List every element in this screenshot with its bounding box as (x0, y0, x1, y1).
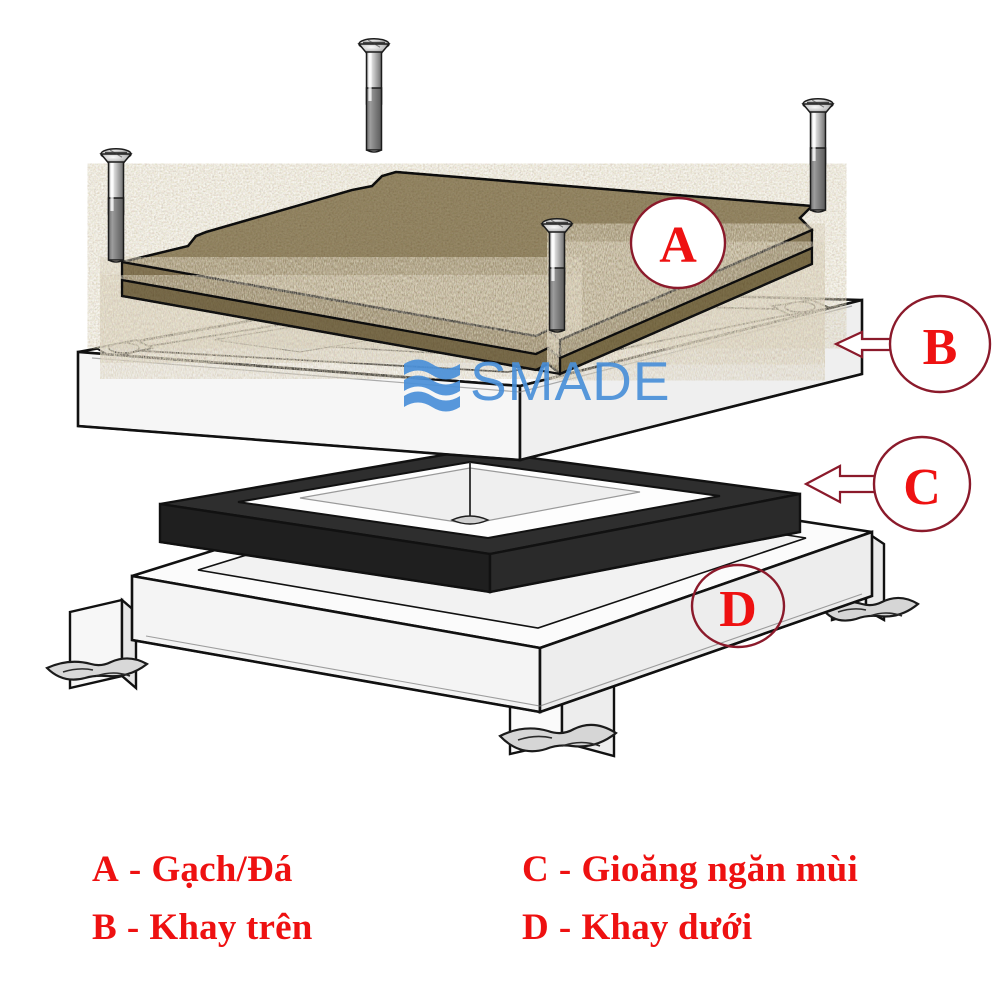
callout-A-label: A (659, 217, 697, 274)
callout-D-label: D (719, 581, 757, 638)
legend-separator: - (126, 906, 140, 948)
callout-C-label: C (903, 459, 941, 516)
legend-text-c: Gioăng ngăn mùi (581, 848, 858, 890)
wave-bars-logo (404, 359, 460, 412)
legend-key-c: C (522, 848, 549, 890)
callout-A-bubble (629, 196, 727, 290)
legend: A - Gạch/Đá C - Gioăng ngăn mùi B - Khay… (0, 840, 1000, 970)
legend-key-b: B (92, 906, 117, 948)
callout-B-label: B (923, 319, 958, 376)
legend-separator: - (558, 906, 572, 948)
legend-text-b: Khay trên (149, 906, 313, 948)
callout-C[interactable]: C (803, 435, 972, 533)
legend-separator: - (558, 848, 572, 890)
watermark: SMADE (404, 350, 671, 412)
legend-item-a: A - Gạch/Đá (92, 840, 512, 898)
callout-D[interactable]: D (690, 563, 786, 649)
legend-separator: - (128, 848, 142, 890)
callout-B[interactable]: B (833, 294, 992, 394)
callout-C-bubble (872, 435, 972, 533)
callout-A[interactable]: A (629, 196, 727, 290)
callout-D-bubble (690, 563, 786, 649)
legend-key-a: A (92, 848, 119, 890)
watermark-text: SMADE (470, 350, 671, 412)
legend-key-d: D (522, 906, 549, 948)
part-stone-tile-plate (120, 170, 815, 377)
callout-B-bubble (888, 294, 992, 394)
legend-text-d: Khay dưới (581, 906, 753, 948)
legend-item-c: C - Gioăng ngăn mùi (522, 840, 982, 898)
legend-item-d: D - Khay dưới (522, 898, 982, 956)
legend-item-b: B - Khay trên (92, 898, 512, 956)
part-odour-seal-gasket (158, 448, 802, 594)
legend-text-a: Gạch/Đá (151, 848, 293, 890)
